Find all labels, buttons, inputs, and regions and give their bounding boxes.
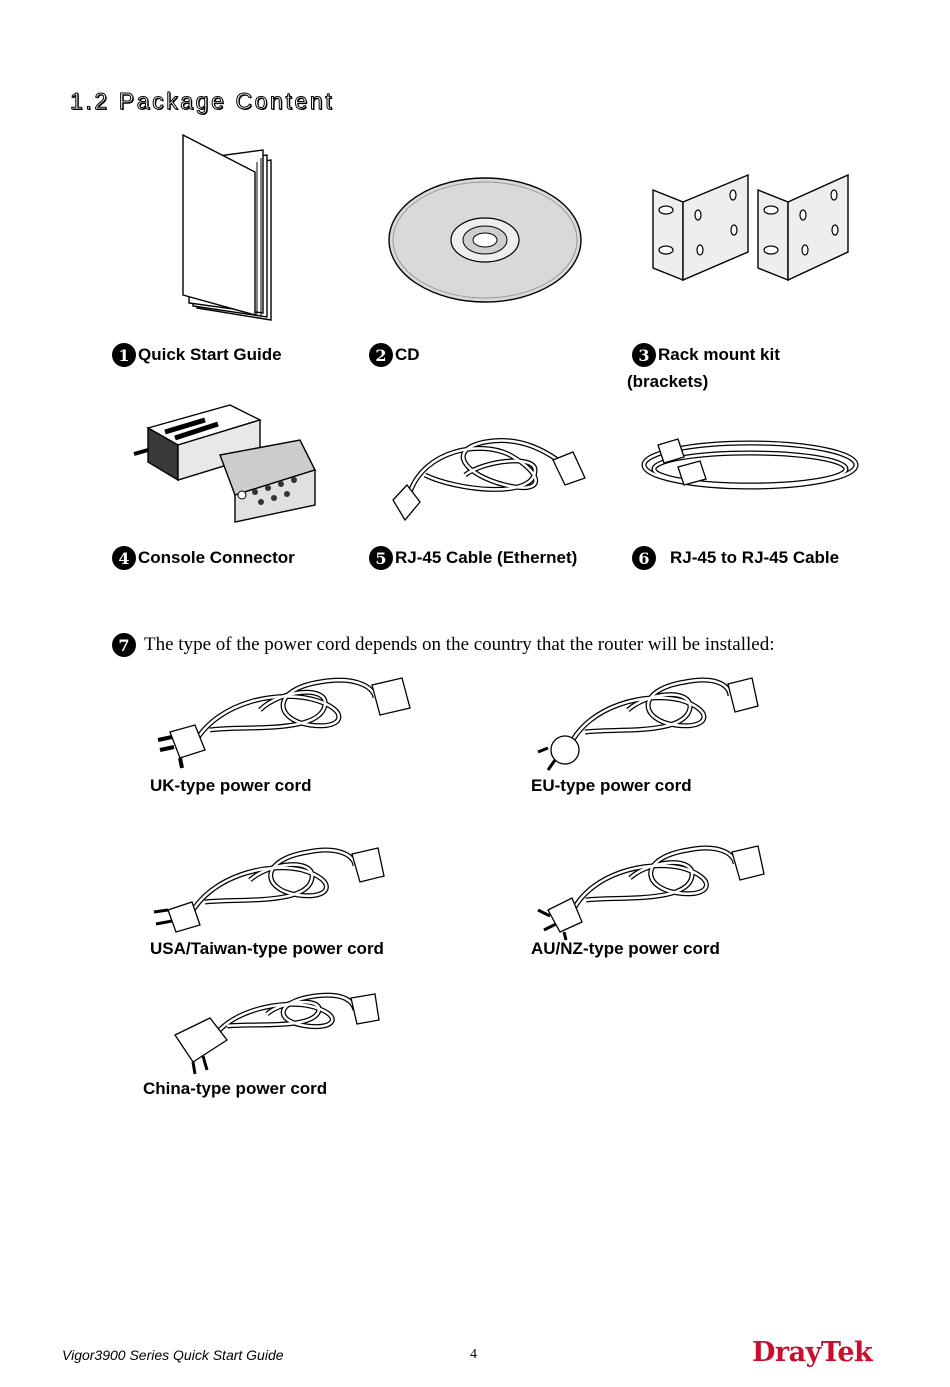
- au-power-cord-label: AU/NZ-type power cord: [531, 939, 720, 958]
- china-power-cord-illustration: [174, 992, 380, 1075]
- number-badge: 6: [632, 546, 656, 570]
- uk-power-cord-illustration: [157, 677, 411, 769]
- au-power-cord-illustration: [537, 845, 765, 941]
- usa-power-cord-label: USA/Taiwan-type power cord: [150, 939, 384, 958]
- number-badge: 5: [369, 546, 393, 570]
- quick-start-guide-illustration: [182, 133, 272, 321]
- footer-guide-title: Vigor3900 Series Quick Start Guide: [62, 1347, 284, 1363]
- eu-power-cord-label: EU-type power cord: [531, 776, 692, 795]
- item-cd: 2 CD: [369, 343, 420, 367]
- item-quick-start-guide: 1 Quick Start Guide: [112, 343, 282, 367]
- china-power-cord-label: China-type power cord: [143, 1079, 328, 1098]
- rj45-ethernet-cable-illustration: [392, 438, 586, 522]
- item-label: Console Connector: [138, 548, 295, 567]
- rj45-to-rj45-cable-illustration: [641, 438, 859, 490]
- item-label: Rack mount kit: [658, 345, 780, 364]
- eu-power-cord-illustration: [537, 677, 759, 771]
- item-label: CD: [395, 345, 420, 364]
- number-badge: 4: [112, 546, 136, 570]
- power-cord-note: 7 The type of the power cord depends on …: [112, 633, 775, 657]
- uk-power-cord-label: UK-type power cord: [150, 776, 312, 795]
- console-connector-illustration: [133, 404, 316, 523]
- item-rack-mount-kit-sub: (brackets): [627, 372, 709, 391]
- number-badge: 7: [112, 633, 136, 657]
- item-label: RJ-45 Cable (Ethernet): [395, 548, 578, 567]
- number-badge: 1: [112, 343, 136, 367]
- item-console-connector: 4 Console Connector: [112, 546, 295, 570]
- cd-illustration: [388, 177, 582, 303]
- rack-mount-bracket-illustration: [652, 173, 849, 282]
- draytek-logo: DrayTek: [752, 1337, 873, 1368]
- item-label: Quick Start Guide: [138, 345, 282, 364]
- number-badge: 2: [369, 343, 393, 367]
- power-cord-note-text: The type of the power cord depends on th…: [144, 634, 775, 655]
- section-title: 1.2 Package Content: [69, 88, 335, 115]
- item-label: RJ-45 to RJ-45 Cable: [670, 548, 840, 567]
- item-rj45-ethernet-cable: 5 RJ-45 Cable (Ethernet): [369, 546, 577, 570]
- footer-page-number: 4: [470, 1347, 477, 1362]
- item-rack-mount-kit: 3 Rack mount kit: [632, 343, 780, 367]
- item-rj45-to-rj45-cable: 6 RJ-45 to RJ-45 Cable: [632, 546, 839, 570]
- usa-power-cord-illustration: [153, 847, 385, 933]
- number-badge: 3: [632, 343, 656, 367]
